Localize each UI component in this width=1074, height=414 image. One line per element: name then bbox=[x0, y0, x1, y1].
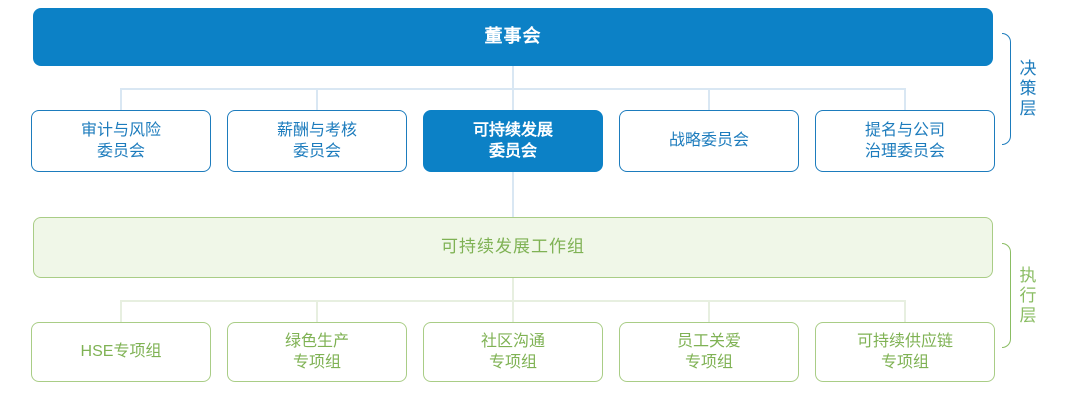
layer-label-decision: 决策层 bbox=[1016, 59, 1036, 119]
connector-taskgroup-stub-5 bbox=[904, 300, 906, 322]
board-node: 董事会 bbox=[33, 8, 993, 66]
taskgroup-hse: HSE专项组 bbox=[31, 322, 211, 382]
connector-taskgroup-stub-3 bbox=[512, 300, 514, 322]
connector-committee-stub-4 bbox=[708, 88, 710, 110]
decision-layer-bracket bbox=[1002, 33, 1011, 145]
committee-nomination-governance: 提名与公司 治理委员会 bbox=[815, 110, 995, 172]
connector-taskgroup-stub-4 bbox=[708, 300, 710, 322]
connector-committee-workgroup bbox=[512, 172, 514, 218]
taskgroup-employee-care: 员工关爱 专项组 bbox=[619, 322, 799, 382]
connector-committee-stub-1 bbox=[120, 88, 122, 110]
committee-sustainability: 可持续发展 委员会 bbox=[423, 110, 603, 172]
connector-taskgroup-stub-1 bbox=[120, 300, 122, 322]
connector-committee-stub-5 bbox=[904, 88, 906, 110]
workgroup-node: 可持续发展工作组 bbox=[33, 217, 993, 278]
execution-layer-bracket bbox=[1002, 243, 1011, 348]
connector-board-down bbox=[512, 66, 514, 90]
taskgroup-community-communication: 社区沟通 专项组 bbox=[423, 322, 603, 382]
connector-committee-stub-3 bbox=[512, 88, 514, 110]
connector-taskgroup-stub-2 bbox=[316, 300, 318, 322]
taskgroup-sustainable-supply-chain: 可持续供应链 专项组 bbox=[815, 322, 995, 382]
committee-strategy: 战略委员会 bbox=[619, 110, 799, 172]
connector-workgroup-down bbox=[512, 278, 514, 302]
committee-audit-risk: 审计与风险 委员会 bbox=[31, 110, 211, 172]
committee-compensation-assessment: 薪酬与考核 委员会 bbox=[227, 110, 407, 172]
taskgroup-green-production: 绿色生产 专项组 bbox=[227, 322, 407, 382]
connector-committee-stub-2 bbox=[316, 88, 318, 110]
layer-label-execution: 执行层 bbox=[1016, 265, 1036, 326]
